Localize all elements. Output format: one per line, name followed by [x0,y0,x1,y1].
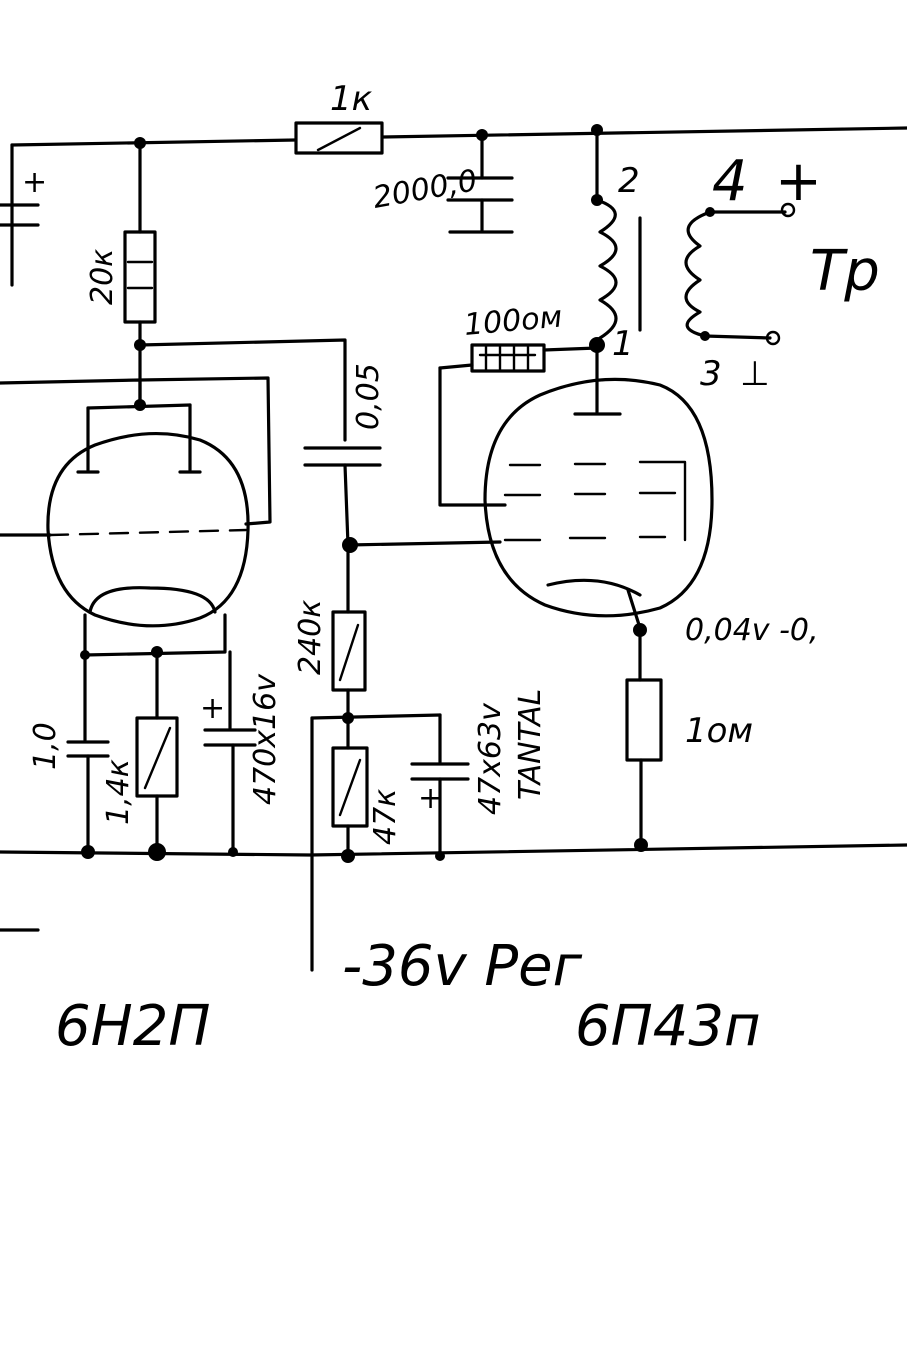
label-bias-supply: -36v Рег [342,934,583,999]
resistor-1k: 1к [294,79,384,155]
minus-out: ⊥ [740,354,770,394]
left-partial-capacitor: + [0,165,47,227]
label-resistor-20k: 20к [85,249,120,305]
resistor-240k: 240к [293,543,367,720]
label-capacitor-coupling: 0,05 [351,363,386,430]
label-capacitor-1-0: 1,0 [28,722,63,770]
label-capacitor-47x63: 47x63v [473,702,508,815]
plus-mark-c2: + [418,781,443,816]
resistor-100ohm: 100ом [438,300,599,507]
label-resistor-100ohm: 100ом [463,300,564,343]
plus-mark-left: + [22,165,47,200]
pin-label-1: 1 [612,324,634,364]
pin-label-2: 2 [618,161,640,201]
capacitor-coupling: 0,05 [303,363,386,547]
tube-6n2p [0,376,272,628]
bias-network-stage2: + 47к 47x63v TANTAL [310,689,548,972]
label-resistor-1ohm: 1ом [685,711,753,751]
anode-to-coupling-wire [138,338,347,442]
plus-out: + [775,149,822,214]
capacitor-2000: 2000,0 [370,133,514,234]
output-transformer: 2 1 4 + 3 ⊥ Тр [595,126,880,394]
pin-label-4: 4 [712,149,748,214]
junction-dots [80,124,715,863]
pin-label-3: 3 [700,354,722,394]
label-capacitor-2000: 2000,0 [370,163,479,216]
cathode-network-stage1: + 1,0 1,4к 470x16v [28,613,283,854]
supply-rail-top [10,126,907,287]
label-resistor-1-4k: 1,4к [101,759,136,825]
label-tantal: TANTAL [513,689,548,800]
label-transformer: Тр [810,239,880,304]
ground-rail [0,843,907,857]
label-tube-6n2p: 6Н2П [55,994,210,1059]
label-tube-6p43p: 6П43п [575,994,761,1059]
label-resistor-47k: 47к [368,789,403,845]
resistor-20k: 20к [85,141,157,347]
label-cathode-voltage: 0,04v -0, [685,613,819,648]
label-resistor-1k: 1к [330,79,373,119]
plus-mark-c1: + [200,691,225,726]
tube-6p43p [483,346,714,630]
grid-wire-stage2 [346,540,502,547]
cathode-resistor-stage2: 1ом 0,04v -0, [625,613,819,847]
label-resistor-240k: 240к [293,600,328,675]
label-capacitor-470: 470x16v [248,673,283,805]
